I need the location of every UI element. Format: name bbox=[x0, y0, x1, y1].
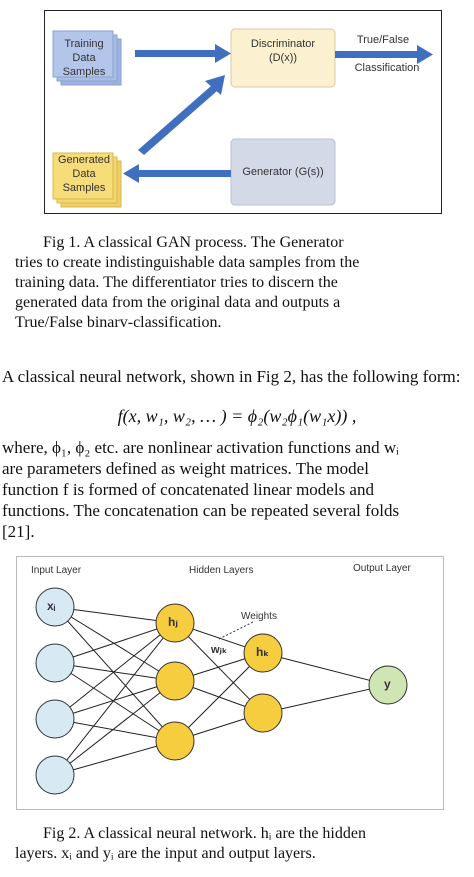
caption2-line-2: layers. xᵢ and yᵢ are the input and outp… bbox=[15, 845, 316, 862]
weights-pointer bbox=[218, 620, 256, 640]
discriminator-line-2: (D(x)) bbox=[268, 52, 298, 64]
figure-2-caption: Fig 2. A classical neural network. hᵢ ar… bbox=[15, 824, 459, 864]
paragraph-explanation: where, ϕ₁, ϕ₂ etc. are nonlinear activat… bbox=[2, 437, 470, 542]
flow-arrows bbox=[123, 44, 433, 183]
network-edges bbox=[54, 606, 389, 776]
hidden-layer-2-nodes bbox=[243, 633, 283, 733]
output-node-label: y bbox=[384, 677, 391, 691]
discriminator-label: Discriminator (D(x)) bbox=[231, 37, 335, 65]
network-formula: f(x, w₁, w₂, … ) = ϕ₂(w₂ϕ₁(w₁x)) , bbox=[0, 406, 474, 427]
output-label-bottom: Classification bbox=[354, 62, 420, 74]
caption2-line-1: Fig 2. A classical neural network. hᵢ ar… bbox=[43, 825, 366, 842]
generated-data-stack bbox=[52, 152, 122, 208]
generator-label: Generator (G(s)) bbox=[242, 166, 324, 178]
hidden2-node-label: hₖ bbox=[256, 645, 270, 659]
generated-line-1: Generated bbox=[58, 154, 110, 166]
neural-network-graphics bbox=[35, 587, 408, 795]
figure-1-gan-diagram: Training Data Samples Generated Data Sam… bbox=[44, 10, 442, 214]
para2-line-1: where, ϕ₁, ϕ₂ etc. are nonlinear activat… bbox=[2, 438, 399, 457]
training-line-2: Data bbox=[72, 52, 96, 64]
para2-line-3: function f is formed of concatenated lin… bbox=[2, 480, 374, 499]
generated-line-2: Data bbox=[72, 168, 96, 180]
para2-line-5: [21]. bbox=[2, 522, 35, 541]
training-data-stack bbox=[52, 30, 122, 86]
output-layer-label: Output Layer bbox=[353, 563, 411, 574]
gan-diagram-graphics bbox=[52, 28, 433, 208]
discriminator-line-1: Discriminator bbox=[250, 38, 316, 50]
output-label-top: True/False bbox=[356, 34, 410, 46]
training-line-3: Samples bbox=[62, 66, 106, 78]
input-node-label: xᵢ bbox=[47, 599, 56, 613]
paragraph-intro: A classical neural network, shown in Fig… bbox=[2, 367, 461, 386]
para2-line-4: functions. The concatenation can be repe… bbox=[2, 501, 400, 520]
hidden-layer-1-nodes bbox=[155, 603, 195, 761]
generated-data-label: Generated Data Samples bbox=[53, 153, 115, 195]
caption1-line-4: generated data from the original data an… bbox=[15, 294, 341, 311]
hidden-layers-label: Hidden Layers bbox=[189, 565, 254, 576]
hidden1-node-label: hⱼ bbox=[168, 615, 178, 629]
training-data-label: Training Data Samples bbox=[53, 37, 115, 79]
caption1-line-3: training data. The differentiator tries … bbox=[15, 274, 338, 291]
caption1-line-1: Fig 1. A classical GAN process. The Gene… bbox=[43, 234, 344, 251]
weights-label: Weights bbox=[241, 611, 277, 622]
output-node bbox=[368, 665, 408, 705]
training-line-1: Training bbox=[64, 38, 104, 50]
figure-2-neural-network: Input Layer Hidden Layers Output Layer W… bbox=[16, 556, 444, 810]
para2-line-2: are parameters defined as weight matrice… bbox=[2, 459, 369, 478]
generated-line-3: Samples bbox=[62, 182, 106, 194]
figure-1-caption: Fig 1. A classical GAN process. The Gene… bbox=[15, 233, 459, 333]
input-nodes bbox=[35, 587, 75, 795]
caption1-line-2: tries to create indistinguishable data s… bbox=[15, 254, 360, 271]
weight-symbol-label: wⱼₖ bbox=[211, 644, 228, 656]
input-layer-label: Input Layer bbox=[31, 565, 82, 576]
caption1-line-5: True/False binarv-classification. bbox=[15, 314, 222, 331]
formula-text: f(x, w₁, w₂, … ) = ϕ₂(w₂ϕ₁(w₁x)) , bbox=[117, 406, 357, 426]
